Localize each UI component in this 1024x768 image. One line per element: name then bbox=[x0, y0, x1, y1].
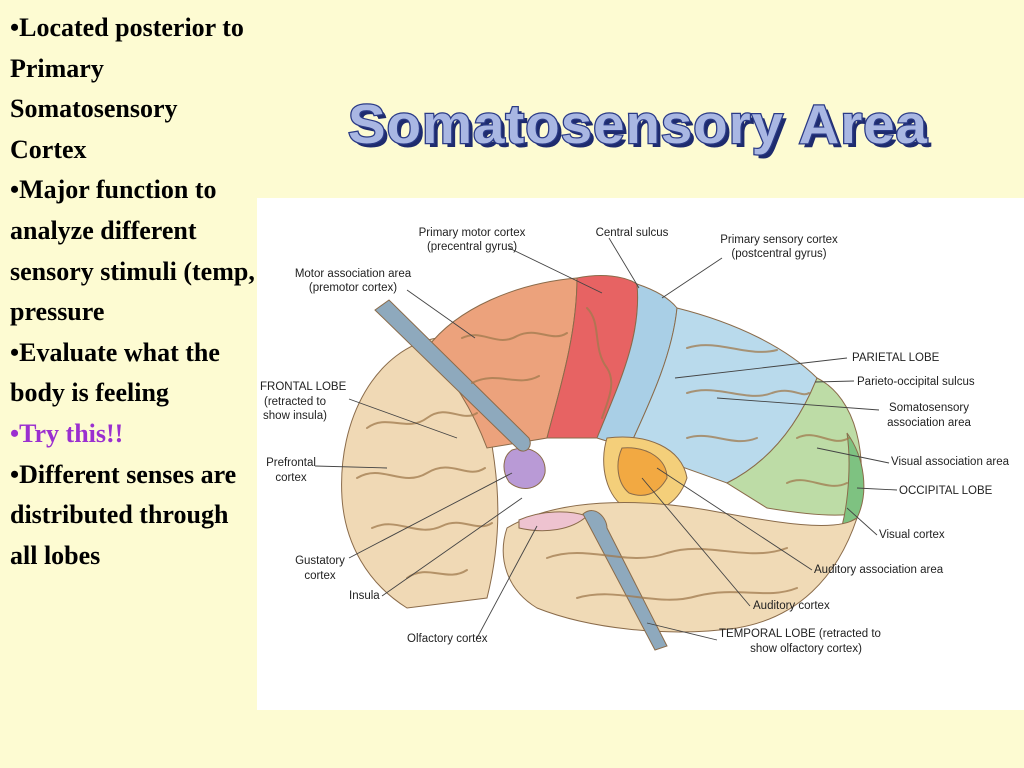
label-frontal-lobe-3: show insula) bbox=[263, 410, 327, 422]
label-frontal-lobe-1: FRONTAL LOBE bbox=[260, 381, 347, 393]
label-central-sulcus: Central sulcus bbox=[596, 227, 669, 239]
region-retractor-upper bbox=[374, 299, 531, 452]
label-temporal-lobe-1: TEMPORAL LOBE (retracted to bbox=[719, 628, 881, 640]
label-primary-sensory-1: Primary sensory cortex bbox=[720, 234, 838, 246]
label-parieto-occipital: Parieto-occipital sulcus bbox=[857, 376, 975, 388]
slide-title-svg: Somatosensory Area Somatosensory Area bbox=[347, 92, 932, 159]
label-occipital-lobe: OCCIPITAL LOBE bbox=[899, 485, 993, 497]
slide-title: Somatosensory Area Somatosensory Area bbox=[340, 86, 950, 176]
label-temporal-lobe-2: show olfactory cortex) bbox=[750, 643, 862, 655]
label-frontal-lobe-2: (retracted to bbox=[264, 396, 326, 408]
region-auditory bbox=[617, 447, 668, 496]
label-auditory-cortex: Auditory cortex bbox=[753, 600, 830, 612]
label-motor-association-1: Motor association area bbox=[295, 268, 412, 280]
bullet-item: •Located posterior to Primary Somatosens… bbox=[10, 13, 244, 164]
brain-diagram-svg: Primary motor cortex (precentral gyrus) … bbox=[260, 227, 1010, 655]
slide-title-text: Somatosensory Area bbox=[348, 93, 928, 155]
label-visual-association: Visual association area bbox=[891, 456, 1010, 468]
brain-diagram: Primary motor cortex (precentral gyrus) … bbox=[257, 198, 1024, 710]
bullet-item: •Major function to analyze different sen… bbox=[10, 175, 255, 327]
label-gustatory-1: Gustatory bbox=[295, 555, 345, 567]
label-olfactory-cortex: Olfactory cortex bbox=[407, 633, 488, 645]
bullet-item-try-this: •Try this!! bbox=[10, 418, 124, 448]
label-somatosensory-association-1: Somatosensory bbox=[889, 402, 969, 414]
bullet-list: •Located posterior to Primary Somatosens… bbox=[10, 8, 260, 576]
label-primary-motor-1: Primary motor cortex bbox=[419, 227, 526, 239]
region-frontal bbox=[341, 337, 499, 609]
bullet-item: •Different senses are distributed throug… bbox=[10, 459, 237, 570]
label-visual-cortex: Visual cortex bbox=[879, 529, 945, 541]
brain-sulci bbox=[356, 307, 850, 601]
label-gustatory-2: cortex bbox=[304, 570, 336, 582]
label-prefrontal-1: Prefrontal bbox=[266, 457, 316, 469]
label-parietal-lobe: PARIETAL LOBE bbox=[852, 352, 940, 364]
label-primary-motor-2: (precentral gyrus) bbox=[427, 241, 517, 253]
region-visual-association bbox=[725, 377, 862, 516]
label-primary-sensory-2: (postcentral gyrus) bbox=[731, 248, 826, 260]
region-retractor-lower bbox=[582, 510, 668, 651]
slide-title-shadow: Somatosensory Area bbox=[352, 97, 932, 159]
bullet-item: •Evaluate what the body is feeling bbox=[10, 337, 220, 408]
label-somatosensory-association-2: association area bbox=[887, 417, 971, 429]
label-insula: Insula bbox=[349, 590, 380, 602]
leader-lines bbox=[314, 237, 898, 641]
label-motor-association-2: (premotor cortex) bbox=[309, 282, 397, 294]
region-gustatory bbox=[503, 447, 546, 489]
label-prefrontal-2: cortex bbox=[275, 472, 307, 484]
diagram-labels: Primary motor cortex (precentral gyrus) … bbox=[260, 227, 1010, 655]
label-auditory-association: Auditory association area bbox=[814, 564, 944, 576]
